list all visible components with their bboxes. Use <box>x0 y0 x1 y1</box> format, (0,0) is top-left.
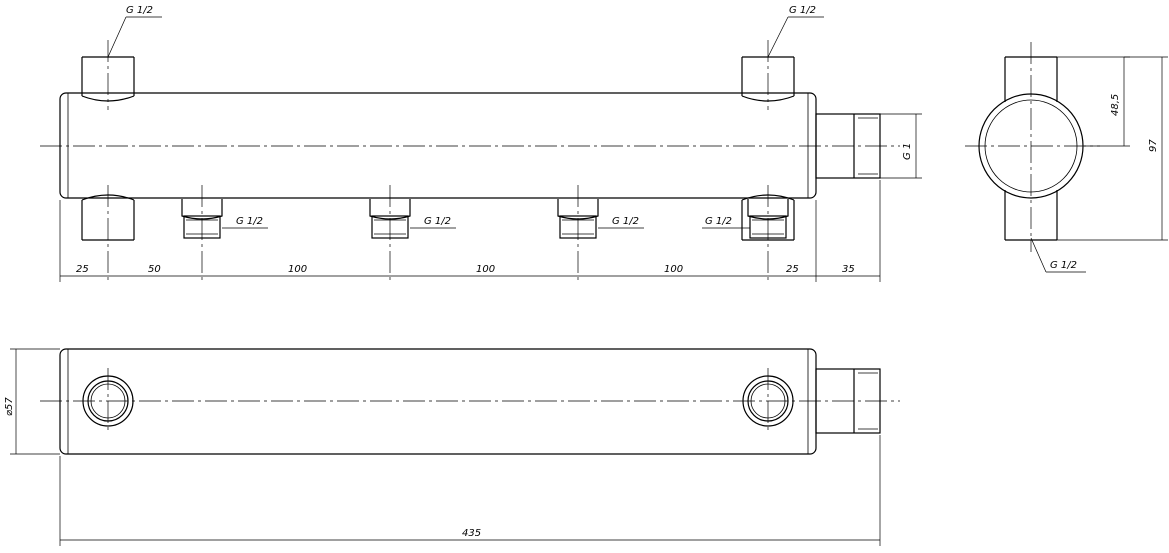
outlet-2 <box>369 185 411 282</box>
header-body <box>59 92 817 199</box>
leader-outlet-2: G 1/2 <box>410 216 456 229</box>
leader-outlet-4: G 1/2 <box>702 216 750 229</box>
dim-7: 35 <box>842 264 855 275</box>
thread-label-outlet-4: G 1/2 <box>705 216 732 227</box>
thread-label-nipple: G 1 <box>902 143 913 160</box>
top-port-right <box>741 40 795 110</box>
leader-top-right: G 1/2 <box>767 5 824 58</box>
dim-2: 50 <box>148 264 161 275</box>
thread-label-side: G 1/2 <box>1050 260 1077 271</box>
dim-height-total: 97 <box>1148 139 1159 152</box>
bottom-port-right <box>741 185 795 282</box>
thread-label-outlet-1: G 1/2 <box>236 216 263 227</box>
dim-3: 100 <box>288 264 307 275</box>
front-view: G 1/2 G 1/2 G 1/2 G 1/2 G 1/2 G 1/2 <box>40 5 922 282</box>
outlet-4 <box>747 199 789 239</box>
dim-length-total: 435 <box>462 528 481 539</box>
thread-label-outlet-2: G 1/2 <box>424 216 451 227</box>
top-view: ⌀57 435 <box>4 348 900 546</box>
dim-chain: 25 50 100 100 100 25 35 <box>59 180 881 282</box>
dim-5: 100 <box>664 264 683 275</box>
dim-4: 100 <box>476 264 495 275</box>
leader-outlet-3: G 1/2 <box>598 216 644 229</box>
leader-outlet-1: G 1/2 <box>222 216 268 229</box>
dim-diameter: ⌀57 <box>4 397 15 416</box>
dim-g1: G 1 <box>880 113 922 179</box>
leader-top-left: G 1/2 <box>107 5 162 58</box>
top-port-left <box>81 40 135 110</box>
outlet-1 <box>181 185 223 282</box>
thread-label-top-left: G 1/2 <box>126 5 153 16</box>
top-body <box>59 348 817 455</box>
side-view: 48,5 97 G 1/2 <box>965 42 1168 273</box>
thread-label-top-right: G 1/2 <box>789 5 816 16</box>
dim-height-half: 48,5 <box>1110 94 1121 116</box>
outlet-3 <box>557 185 599 282</box>
thread-label-outlet-3: G 1/2 <box>612 216 639 227</box>
bottom-port-left <box>81 185 135 282</box>
end-nipple <box>815 113 881 179</box>
dim-1: 25 <box>76 264 89 275</box>
dim-6: 25 <box>786 264 799 275</box>
